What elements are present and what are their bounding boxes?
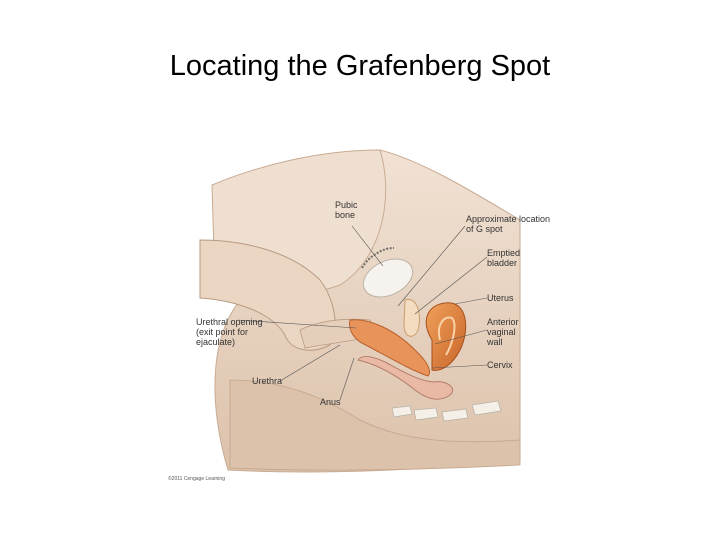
pubic-bone	[362, 258, 414, 298]
slide-title: Locating the Grafenberg Spot	[169, 50, 551, 82]
image-credit: ©2011 Cengage Learning	[168, 475, 225, 482]
bladder	[403, 299, 420, 337]
uterus	[425, 302, 467, 371]
label-pubic-bone: Pubic bone	[335, 200, 360, 220]
vaginal-canal	[349, 319, 430, 377]
hand	[199, 239, 336, 351]
buttock	[229, 379, 521, 471]
label-anus: Anus	[320, 397, 341, 407]
label-bladder: Emptied bladder	[487, 248, 523, 268]
label-uterus: Uterus	[487, 293, 514, 303]
label-urethral-opening: Urethral opening (exit point for ejacula…	[196, 317, 265, 347]
leader-lines	[237, 225, 488, 401]
rectum	[357, 355, 454, 400]
spine	[391, 400, 502, 422]
label-cervix: Cervix	[487, 360, 513, 370]
label-urethra: Urethra	[252, 376, 282, 386]
label-g-spot: Approximate location of G spot	[466, 214, 553, 234]
uterus-cavity	[438, 316, 456, 356]
label-vaginal-wall: Anterior vaginal wall	[486, 317, 521, 347]
